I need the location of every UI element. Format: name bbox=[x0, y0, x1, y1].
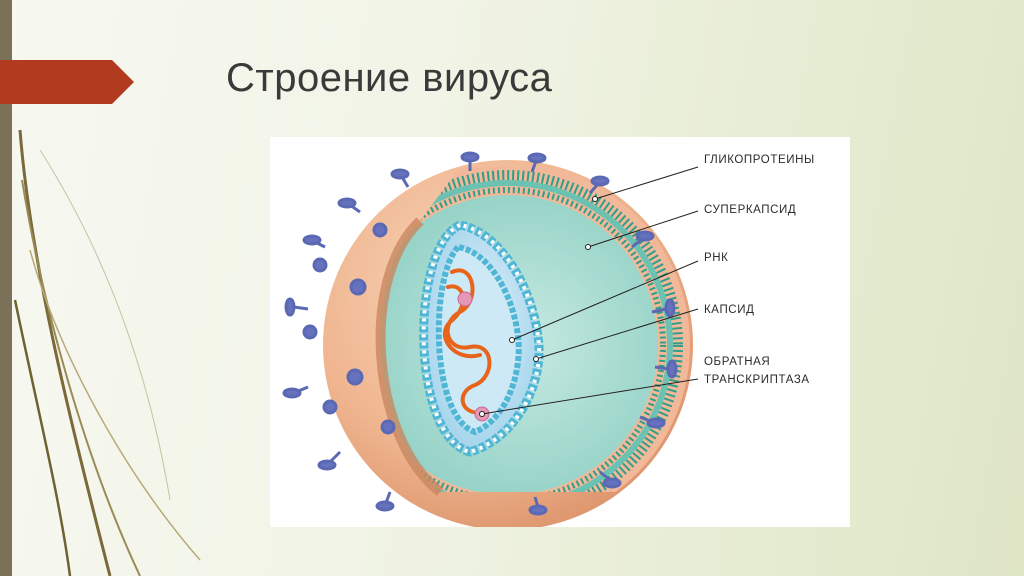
decorative-curves bbox=[13, 129, 201, 576]
label-supercapsid: СУПЕРКАПСИД bbox=[704, 204, 796, 216]
title-accent-arrow bbox=[0, 60, 134, 104]
supercapsid-membrane bbox=[380, 170, 683, 492]
virus-diagram-panel: ГЛИКОПРОТЕИНЫ СУПЕРКАПСИД РНК КАПСИД ОБР… bbox=[270, 137, 850, 527]
label-rna: РНК bbox=[704, 252, 728, 264]
label-reverse-transcriptase-line1: ОБРАТНАЯ bbox=[704, 356, 770, 368]
capsid bbox=[419, 220, 544, 457]
glycoprotein-spikes bbox=[282, 151, 678, 516]
callout-lines bbox=[479, 166, 699, 417]
virus-diagram: ГЛИКОПРОТЕИНЫ СУПЕРКАПСИД РНК КАПСИД ОБР… bbox=[282, 151, 815, 527]
slide-title: Строение вируса bbox=[226, 56, 553, 100]
rna-strands bbox=[442, 268, 492, 415]
label-reverse-transcriptase-line2: ТРАНСКРИПТАЗА bbox=[704, 374, 810, 386]
reverse-transcriptase-enzyme bbox=[457, 291, 473, 307]
label-glycoproteins: ГЛИКОПРОТЕИНЫ bbox=[704, 154, 815, 166]
left-side-bar bbox=[0, 0, 12, 576]
label-capsid: КАПСИД bbox=[704, 304, 754, 316]
